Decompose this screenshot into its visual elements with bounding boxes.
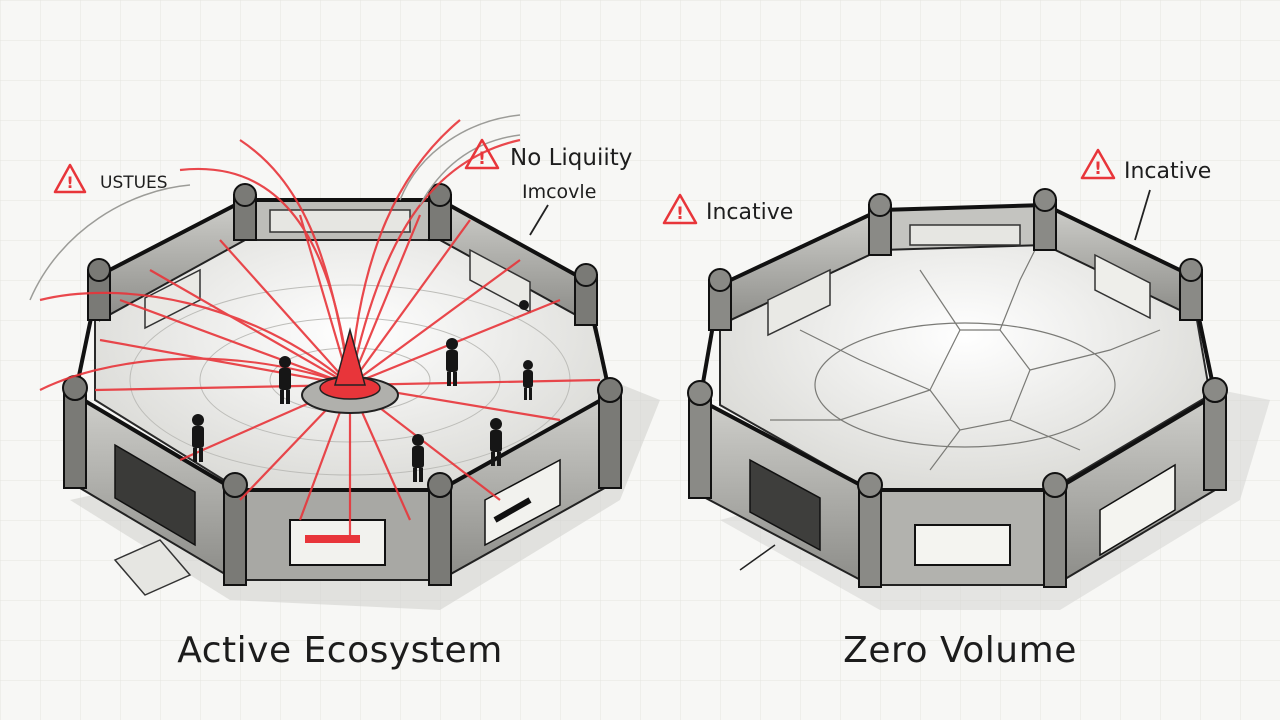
warning-sublabel: Imcovle xyxy=(522,181,596,203)
warning-triangle-icon: ! xyxy=(662,193,698,225)
caption-active-ecosystem: Active Ecosystem xyxy=(177,630,503,671)
warning-triangle-icon: ! xyxy=(1080,148,1116,180)
warning-triangle-icon: ! xyxy=(464,138,500,170)
warning-triangle-icon: ! xyxy=(53,163,87,194)
active-arena: ! USTUES ! No Liquiity Imcovle xyxy=(29,114,660,610)
warning-no-liquidity: ! No Liquiity Imcovle xyxy=(464,138,632,236)
warning-usues: ! USTUES xyxy=(53,163,168,194)
warning-label: USTUES xyxy=(100,173,168,193)
warning-label: Incative xyxy=(706,200,793,225)
warning-inactive-left: ! Incative xyxy=(662,193,793,225)
svg-text:!: ! xyxy=(478,149,486,169)
svg-text:!: ! xyxy=(1094,159,1102,179)
inactive-arena: ! Incative ! Incative xyxy=(662,148,1270,610)
activity-lines xyxy=(39,119,601,535)
svg-text:!: ! xyxy=(66,173,73,192)
svg-text:!: ! xyxy=(676,204,684,224)
warning-label: Incative xyxy=(1124,159,1211,184)
caption-zero-volume: Zero Volume xyxy=(843,630,1077,671)
person-figure-icon xyxy=(192,300,533,482)
warning-label: No Liquiity xyxy=(510,145,632,171)
central-cone-icon xyxy=(301,327,399,414)
warning-inactive-right: ! Incative xyxy=(1080,148,1211,241)
